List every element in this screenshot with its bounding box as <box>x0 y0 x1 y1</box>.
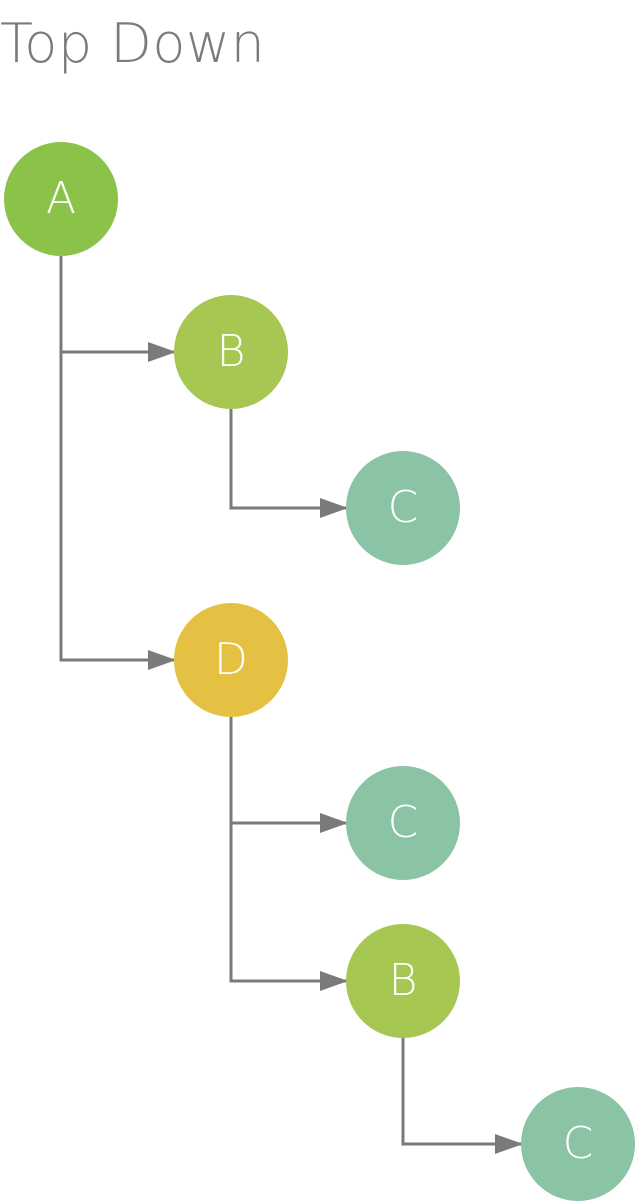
connector-n1-to-n4 <box>59 256 176 670</box>
node-a-1: A <box>4 142 118 256</box>
node-circle <box>174 295 288 409</box>
node-c-3: C <box>346 451 460 565</box>
nodes-layer: A B C D C B C <box>4 142 635 1201</box>
node-circle <box>346 924 460 1038</box>
node-label: B <box>217 326 246 377</box>
node-label: C <box>563 1118 594 1169</box>
node-label: A <box>46 173 76 224</box>
node-c-5: C <box>346 766 460 880</box>
node-label: B <box>389 955 418 1006</box>
node-c-7: C <box>521 1087 635 1201</box>
node-circle <box>521 1087 635 1201</box>
node-b-2: B <box>174 295 288 409</box>
connector-n4-to-n5 <box>229 717 348 833</box>
diagram-title: Top Down <box>0 12 266 75</box>
node-d-4: D <box>174 603 288 717</box>
node-b-6: B <box>346 924 460 1038</box>
connectors-layer <box>59 256 523 1154</box>
connector-n4-to-n6 <box>229 717 348 991</box>
node-label: C <box>388 482 419 533</box>
node-circle <box>346 766 460 880</box>
connector-n1-to-n2 <box>59 256 176 362</box>
connector-n6-to-n7 <box>401 1038 523 1154</box>
node-label: C <box>388 797 419 848</box>
node-circle <box>174 603 288 717</box>
node-circle <box>346 451 460 565</box>
node-label: D <box>214 634 248 685</box>
connector-n2-to-n3 <box>229 409 348 518</box>
node-circle <box>4 142 118 256</box>
